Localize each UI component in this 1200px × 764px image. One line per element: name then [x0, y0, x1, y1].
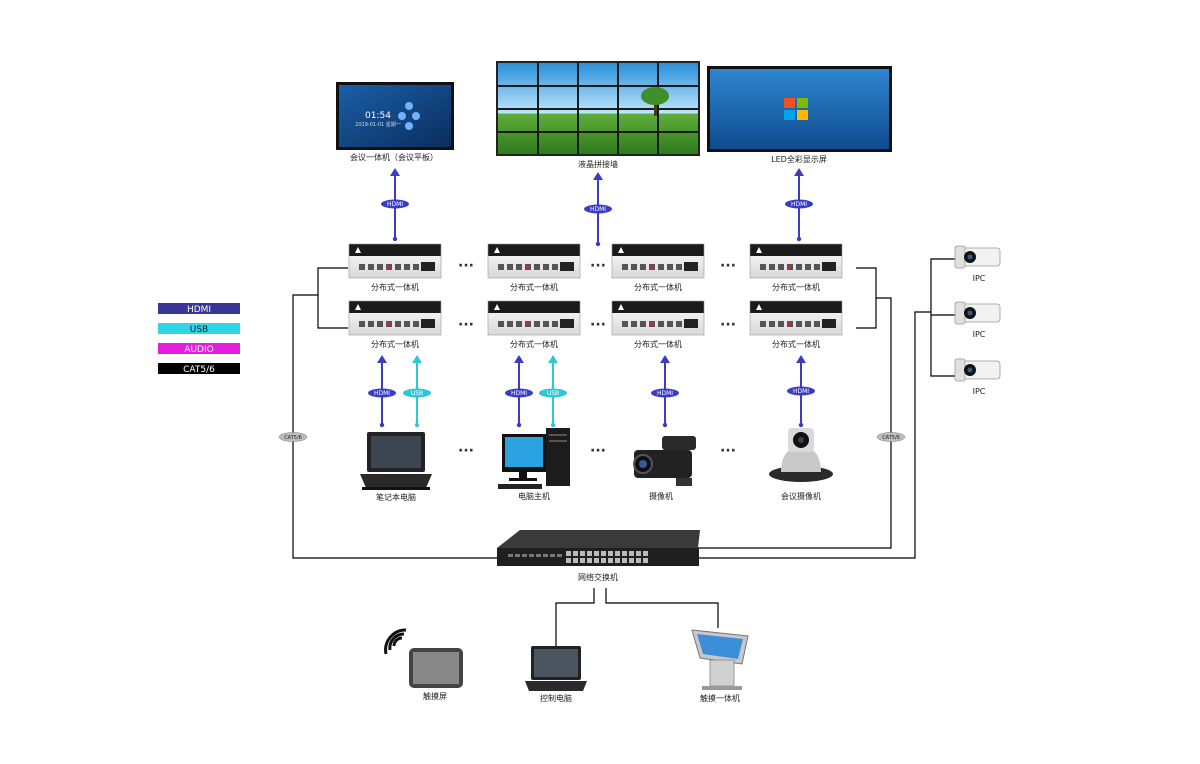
usb-arrow-laptop: USB: [403, 355, 431, 428]
desktop-label: 电脑主机: [518, 491, 550, 501]
legend: HDMI USB AUDIO CAT5/6: [158, 303, 240, 375]
distributed-unit: 分布式一体机: [348, 300, 442, 349]
laptop-icon: [360, 432, 432, 490]
legend-item: USB: [158, 323, 240, 335]
hdmi-arrow-camcorder-tag: HDMI: [657, 390, 673, 397]
distributed-unit-label: 分布式一体机: [634, 339, 682, 349]
svg-text:CAT5/6: CAT5/6: [284, 435, 302, 441]
ellipsis: ···: [590, 258, 606, 274]
ellipsis: ···: [590, 317, 606, 333]
tablet-icon: [409, 648, 463, 688]
ipc-camera-icon: IPC: [954, 358, 1001, 396]
lcd-wall-label: 液晶拼接墙: [578, 159, 618, 169]
legend-item-label: CAT5/6: [183, 365, 215, 375]
hdmi-arrow-wall: HDMI: [584, 172, 612, 247]
switch-label: 网络交换机: [578, 572, 618, 582]
ellipsis: ···: [590, 443, 606, 459]
control-pc-label: 控制电脑: [540, 693, 572, 703]
legend-item: HDMI: [158, 303, 240, 315]
usb-arrow-desktop: USB: [539, 355, 567, 428]
distributed-unit: 分布式一体机: [487, 300, 581, 349]
cat-tag-right: CAT5/6: [876, 432, 906, 442]
control-laptop-icon: [525, 646, 587, 691]
legend-item: CAT5/6: [158, 363, 240, 375]
cat-tag-left: CAT5/6: [278, 432, 308, 442]
hdmi-arrow-panel-tag: HDMI: [387, 201, 403, 208]
legend-item-label: AUDIO: [184, 345, 213, 355]
lcd-video-wall: [496, 61, 700, 156]
hdmi-arrow-laptop-tag: HDMI: [374, 390, 390, 397]
kiosk-icon: [691, 629, 749, 690]
cat-cabling: [292, 258, 960, 646]
kiosk-label: 触摸一体机: [700, 693, 740, 703]
hdmi-arrow-conf-camera: HDMI: [787, 355, 815, 428]
laptop-label: 笔记本电脑: [376, 492, 416, 502]
hdmi-arrow-conf-camera-tag: HDMI: [793, 388, 809, 395]
conference-panel-display: 01:54 2019-01-01 星期一: [336, 82, 454, 150]
conference-panel-label: 会议一体机（会议平板）: [350, 152, 438, 162]
hdmi-arrow-desktop: HDMI: [505, 355, 533, 428]
ellipsis: ···: [458, 317, 474, 333]
legend-item-label: HDMI: [187, 305, 211, 315]
distributed-unit-label: 分布式一体机: [772, 339, 820, 349]
led-screen-label: LED全彩显示屏: [771, 154, 827, 164]
hdmi-arrow-desktop-tag: HDMI: [511, 390, 527, 397]
distributed-unit: 分布式一体机: [487, 243, 581, 292]
ipc-label: IPC: [973, 387, 986, 396]
hdmi-arrow-panel: HDMI: [381, 168, 409, 242]
desktop-computer-icon: [498, 428, 570, 489]
distributed-unit: 分布式一体机: [611, 300, 705, 349]
hdmi-arrow-led-tag: HDMI: [791, 201, 807, 208]
usb-arrow-desktop-tag: USB: [547, 390, 559, 397]
network-switch-icon: [497, 530, 700, 566]
ellipsis: ···: [720, 317, 736, 333]
ipc-camera-icon: IPC: [954, 301, 1001, 339]
legend-item: AUDIO: [158, 343, 240, 355]
camcorder-label: 摄像机: [649, 491, 673, 501]
legend-item-label: USB: [190, 325, 208, 335]
camcorder-icon: [633, 436, 696, 486]
ipc-label: IPC: [973, 274, 986, 283]
ipc-label: IPC: [973, 330, 986, 339]
ellipsis: ···: [458, 258, 474, 274]
touch-screen-label: 触摸屏: [423, 691, 447, 701]
ellipsis: ···: [458, 443, 474, 459]
distributed-unit-label: 分布式一体机: [371, 339, 419, 349]
ellipsis: ···: [720, 258, 736, 274]
distributed-unit: 分布式一体机: [749, 243, 843, 292]
wifi-icon: [384, 628, 407, 655]
panel-clock: 01:54: [365, 111, 391, 121]
conference-camera-label: 会议摄像机: [781, 491, 821, 501]
tree-icon: [641, 87, 669, 116]
distributed-unit: 分布式一体机: [749, 300, 843, 349]
ellipsis: ···: [720, 443, 736, 459]
hdmi-arrow-led: HDMI: [785, 168, 813, 242]
svg-text:CAT5/6: CAT5/6: [882, 435, 900, 441]
distributed-unit-label: 分布式一体机: [772, 282, 820, 292]
led-full-color-screen: [707, 66, 892, 152]
hdmi-arrow-wall-tag: HDMI: [590, 206, 606, 213]
windows-logo-icon: [784, 98, 808, 120]
panel-clock-sub: 2019-01-01 星期一: [355, 122, 401, 128]
distributed-unit: 分布式一体机: [348, 243, 442, 292]
distributed-unit-label: 分布式一体机: [510, 282, 558, 292]
distributed-unit-label: 分布式一体机: [634, 282, 682, 292]
hdmi-arrow-laptop: HDMI: [368, 355, 396, 428]
conference-camera-icon: [769, 428, 833, 482]
distributed-unit: 分布式一体机: [611, 243, 705, 292]
usb-arrow-laptop-tag: USB: [411, 390, 423, 397]
hdmi-arrow-camcorder: HDMI: [651, 355, 679, 428]
distributed-unit-label: 分布式一体机: [371, 282, 419, 292]
ipc-camera-icon: IPC: [954, 245, 1001, 283]
distributed-unit-label: 分布式一体机: [510, 339, 558, 349]
